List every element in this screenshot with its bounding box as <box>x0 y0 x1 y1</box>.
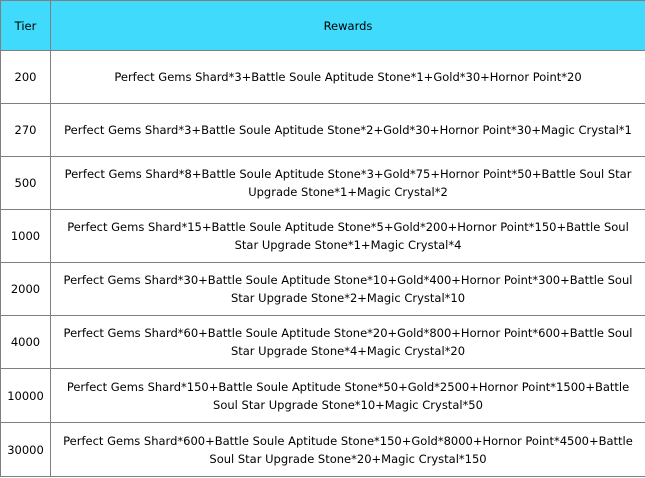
tier-cell: 500 <box>0 156 51 210</box>
table-row: 2000 Perfect Gems Shard*30+Battle Soule … <box>0 262 645 316</box>
table-row: 200 Perfect Gems Shard*3+Battle Soule Ap… <box>0 50 645 104</box>
tier-cell: 4000 <box>0 315 51 369</box>
header-row: Tier Rewards <box>0 0 645 51</box>
table-body: 200 Perfect Gems Shard*3+Battle Soule Ap… <box>0 50 645 477</box>
rewards-cell: Perfect Gems Shard*150+Battle Soule Apti… <box>50 368 645 423</box>
rewards-cell: Perfect Gems Shard*60+Battle Soule Aptit… <box>50 315 645 369</box>
table-row: 1000 Perfect Gems Shard*15+Battle Soule … <box>0 209 645 263</box>
tier-cell: 1000 <box>0 209 51 263</box>
rewards-cell: Perfect Gems Shard*30+Battle Soule Aptit… <box>50 262 645 316</box>
tier-cell: 2000 <box>0 262 51 316</box>
tier-cell: 10000 <box>0 368 51 423</box>
rewards-cell: Perfect Gems Shard*3+Battle Soule Aptitu… <box>50 103 645 157</box>
rewards-cell: Perfect Gems Shard*600+Battle Soule Apti… <box>50 422 645 477</box>
rewards-cell: Perfect Gems Shard*15+Battle Soule Aptit… <box>50 209 645 263</box>
table-row: 4000 Perfect Gems Shard*60+Battle Soule … <box>0 315 645 369</box>
table-row: 10000 Perfect Gems Shard*150+Battle Soul… <box>0 368 645 423</box>
tier-column-header: Tier <box>0 0 51 51</box>
tier-cell: 270 <box>0 103 51 157</box>
table-row: 270 Perfect Gems Shard*3+Battle Soule Ap… <box>0 103 645 157</box>
rewards-cell: Perfect Gems Shard*3+Battle Soule Aptitu… <box>50 50 645 104</box>
rewards-column-header: Rewards <box>50 0 645 51</box>
table-row: 30000 Perfect Gems Shard*600+Battle Soul… <box>0 422 645 477</box>
rewards-cell: Perfect Gems Shard*8+Battle Soule Aptitu… <box>50 156 645 210</box>
tier-cell: 30000 <box>0 422 51 477</box>
table-header: Tier Rewards <box>0 0 645 51</box>
tier-cell: 200 <box>0 50 51 104</box>
table-row: 500 Perfect Gems Shard*8+Battle Soule Ap… <box>0 156 645 210</box>
